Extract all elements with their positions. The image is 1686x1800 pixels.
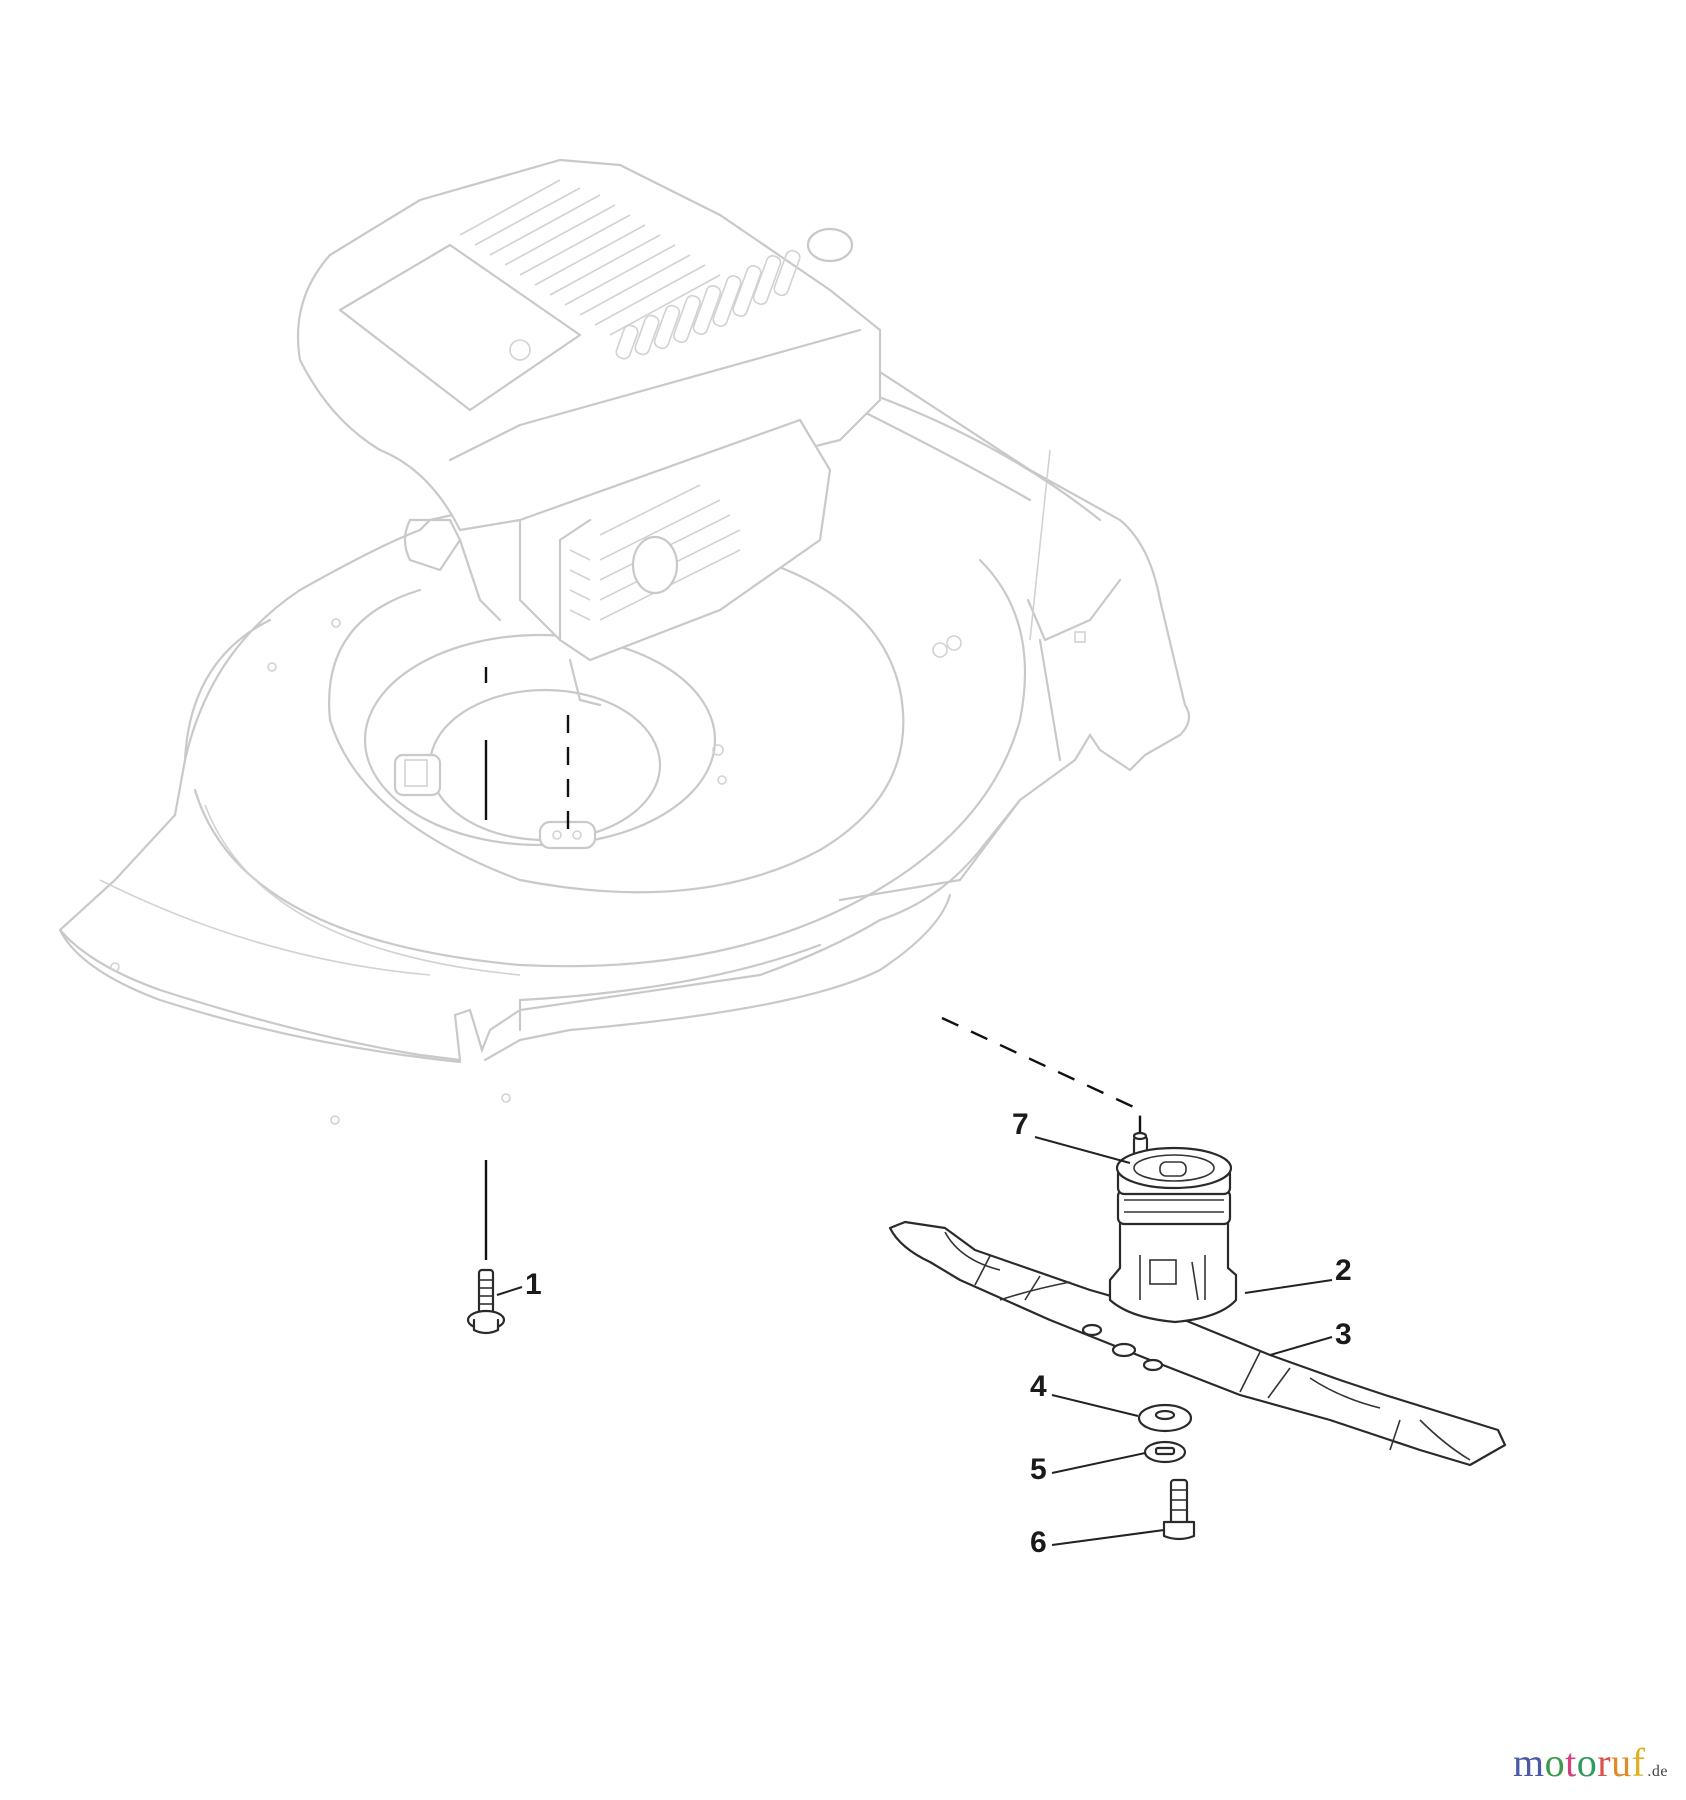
callout-1: 1	[525, 1268, 542, 1301]
watermark-letter: t	[1565, 1740, 1577, 1785]
motoruf-watermark: motoruf.de	[1513, 1739, 1668, 1786]
watermark-letter: m	[1512, 1740, 1545, 1785]
mower-deck-ghost	[58, 370, 1191, 1125]
watermark-tld: .de	[1647, 1763, 1668, 1780]
deck-mount-ring-ghost	[363, 633, 727, 850]
callout-5: 5	[1030, 1453, 1047, 1486]
callout-3: 3	[1335, 1318, 1352, 1351]
engine-ghost	[296, 158, 882, 707]
watermark-letter: o	[1576, 1740, 1598, 1785]
callout-2: 2	[1335, 1254, 1352, 1287]
watermark-letter: f	[1631, 1740, 1646, 1785]
part-2-blade-adapter[interactable]	[1108, 1146, 1238, 1324]
watermark-letter: o	[1544, 1740, 1566, 1785]
watermark-letter: r	[1597, 1740, 1612, 1785]
callout-leaders	[496, 1136, 1333, 1546]
part-1-deck-bolt[interactable]	[466, 1268, 506, 1335]
callout-6: 6	[1030, 1526, 1047, 1559]
part-6-blade-bolt[interactable]	[1162, 1478, 1196, 1541]
callout-7: 7	[1012, 1108, 1029, 1141]
part-5-spring-washer[interactable]	[1143, 1440, 1187, 1464]
part-4-washer[interactable]	[1137, 1403, 1193, 1433]
callout-4: 4	[1030, 1370, 1047, 1403]
watermark-letter: u	[1611, 1740, 1632, 1785]
